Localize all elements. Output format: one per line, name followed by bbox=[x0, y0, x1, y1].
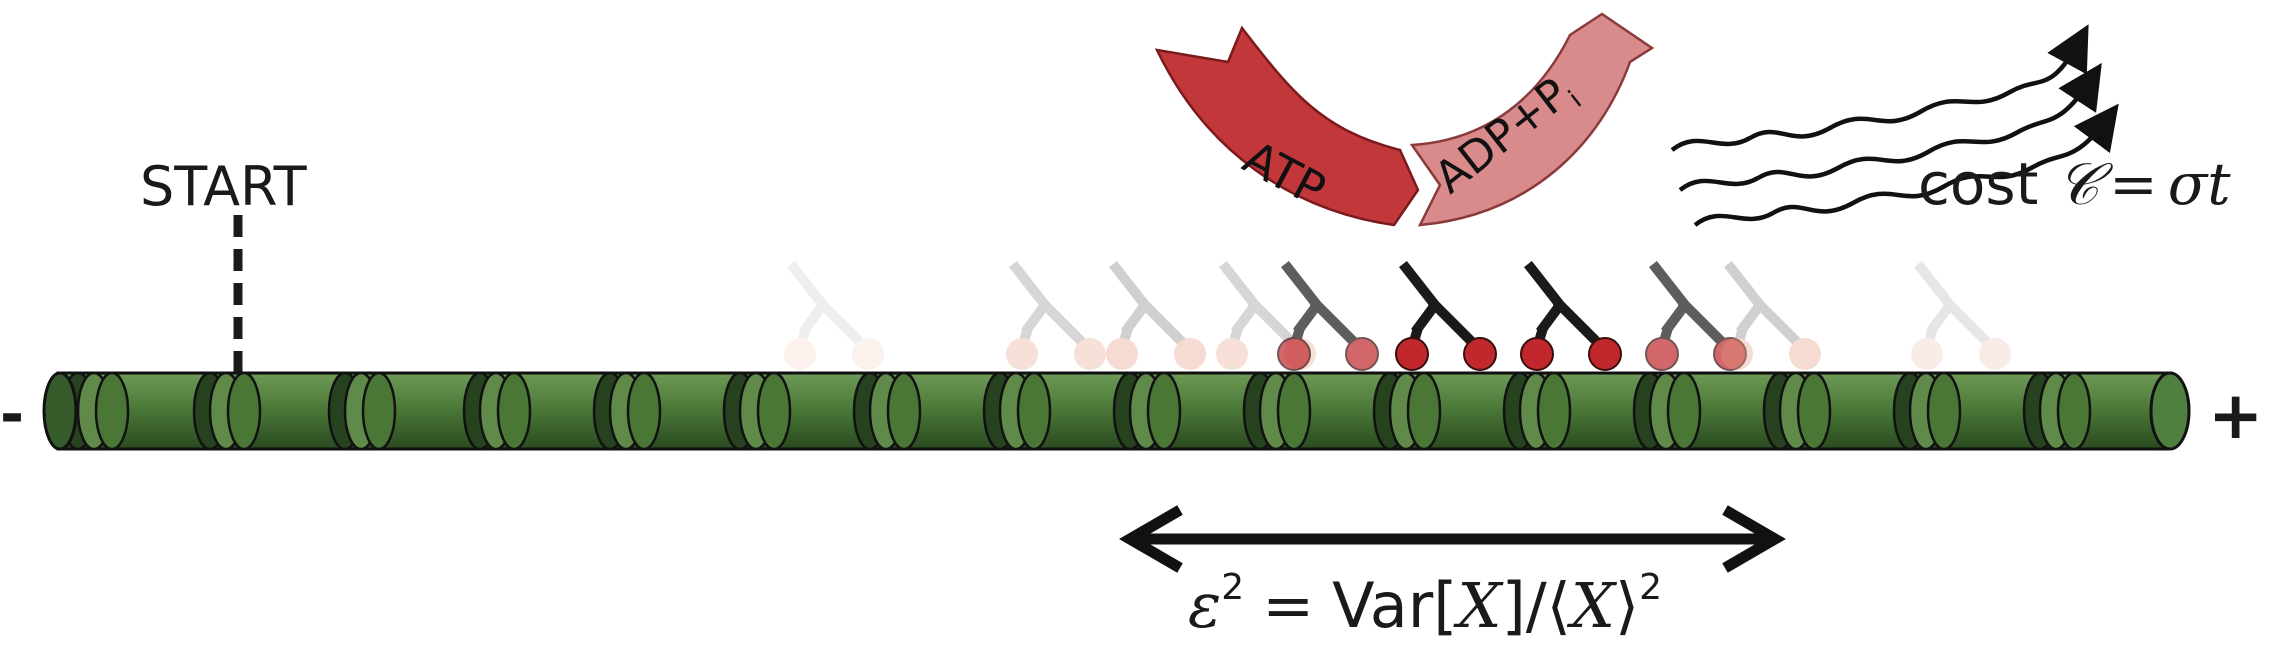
tubulin-segment bbox=[1146, 371, 1182, 451]
tubulin-segment bbox=[1796, 371, 1832, 451]
motor-head bbox=[1645, 337, 1679, 371]
tubulin-segment bbox=[226, 371, 262, 451]
microtubule-plus-end-cap bbox=[2149, 371, 2191, 451]
tubulin-outline bbox=[1034, 372, 1130, 450]
motor-head bbox=[1721, 338, 1753, 370]
precision-equals: = bbox=[1262, 569, 1315, 642]
tubulin-segment bbox=[94, 371, 130, 451]
kinesin-motor bbox=[1395, 260, 1497, 371]
microtubule-minus-end-cap bbox=[42, 371, 78, 451]
motor-head bbox=[1106, 338, 1138, 370]
tubulin-segment bbox=[886, 371, 922, 451]
cost-t: t bbox=[2207, 150, 2231, 218]
motor-head bbox=[1345, 337, 1379, 371]
mean-power: 2 bbox=[1639, 567, 1663, 608]
tubulin-segment bbox=[756, 371, 792, 451]
tubulin-outline bbox=[1294, 372, 1390, 450]
motor-head bbox=[1006, 338, 1038, 370]
motor-head bbox=[1216, 338, 1248, 370]
motor-head bbox=[784, 338, 816, 370]
cost-sigma: σ bbox=[2167, 150, 2208, 218]
kinesin-motor bbox=[1911, 260, 2011, 370]
tubulin-segment bbox=[1666, 371, 1702, 451]
tubulin-outline bbox=[904, 372, 1000, 450]
kinesin-motor bbox=[1006, 260, 1106, 370]
motor-head bbox=[1979, 338, 2011, 370]
cost-formula: cost 𝒞=σt bbox=[1918, 155, 2231, 213]
minus-end-label: - bbox=[0, 380, 25, 448]
var-text: Var[ bbox=[1332, 569, 1458, 642]
var-x: X bbox=[1457, 569, 1502, 642]
tubulin-segment bbox=[496, 371, 532, 451]
tubulin-outline bbox=[112, 372, 210, 450]
motor-head bbox=[1520, 337, 1554, 371]
motor-trail bbox=[784, 260, 2011, 371]
tubulin-segment bbox=[1016, 371, 1052, 451]
tubulin-outline bbox=[1554, 372, 1650, 450]
start-label: START bbox=[140, 155, 307, 218]
motor-head bbox=[1395, 337, 1429, 371]
motor-head bbox=[1074, 338, 1106, 370]
motor-head bbox=[1789, 338, 1821, 370]
motor-head bbox=[1463, 337, 1497, 371]
tubulin-segment bbox=[1406, 371, 1442, 451]
kinesin-motor bbox=[1520, 260, 1622, 371]
mean-x: X bbox=[1570, 569, 1615, 642]
tubulin-segment bbox=[2056, 371, 2092, 451]
precision-formula: ε2=Var[X]/⟨X⟩2 bbox=[1188, 570, 1662, 637]
tubulin-outline bbox=[514, 372, 610, 450]
tubulin-segment bbox=[1276, 371, 1312, 451]
var-close: ]/⟨ bbox=[1501, 569, 1571, 642]
motor-head bbox=[1174, 338, 1206, 370]
atp-arrow-icon: ATP bbox=[1154, 25, 1420, 227]
tubulin-outline bbox=[379, 372, 480, 450]
plus-end-label: + bbox=[2208, 377, 2264, 454]
motor-head bbox=[1588, 337, 1622, 371]
double-headed-arrow-icon bbox=[1119, 505, 1786, 573]
tubulin-outline bbox=[1424, 372, 1520, 450]
tubulin-segment bbox=[1536, 371, 1572, 451]
tubulin-segment bbox=[361, 371, 397, 451]
wavy-heat-arrow-icon bbox=[1670, 24, 2119, 227]
kinesin-motor bbox=[1645, 260, 1747, 371]
kinesin-motor bbox=[784, 260, 884, 370]
motor-head bbox=[852, 338, 884, 370]
cost-symbol: 𝒞 bbox=[2056, 150, 2100, 218]
mean-close: ⟩ bbox=[1614, 569, 1640, 642]
motor-head bbox=[1277, 337, 1311, 371]
epsilon-symbol: ε bbox=[1188, 569, 1222, 642]
tubulin-outline bbox=[774, 372, 870, 450]
tubulin-outline bbox=[244, 372, 345, 450]
tubulin-outline bbox=[1814, 372, 1910, 450]
tubulin-segment bbox=[1926, 371, 1962, 451]
kinesin-motor bbox=[1277, 260, 1379, 371]
tubulin-outline bbox=[2074, 372, 2150, 450]
cost-word: cost bbox=[1918, 150, 2039, 218]
cost-equals: = bbox=[2109, 150, 2158, 218]
tubulin-outline bbox=[1944, 372, 2040, 450]
epsilon-power: 2 bbox=[1221, 567, 1245, 608]
microtubule bbox=[42, 371, 2191, 451]
motor-head bbox=[1911, 338, 1943, 370]
adp-arrow-icon: ADP+Pi bbox=[1409, 12, 1655, 227]
tubulin-segment bbox=[626, 371, 662, 451]
tubulin-outline bbox=[1164, 372, 1260, 450]
tubulin-outline bbox=[1684, 372, 1780, 450]
tubulin-outline bbox=[644, 372, 740, 450]
kinesin-motor bbox=[1106, 260, 1206, 370]
motor-head bbox=[1713, 337, 1747, 371]
kinesin-motor bbox=[1721, 260, 1821, 370]
